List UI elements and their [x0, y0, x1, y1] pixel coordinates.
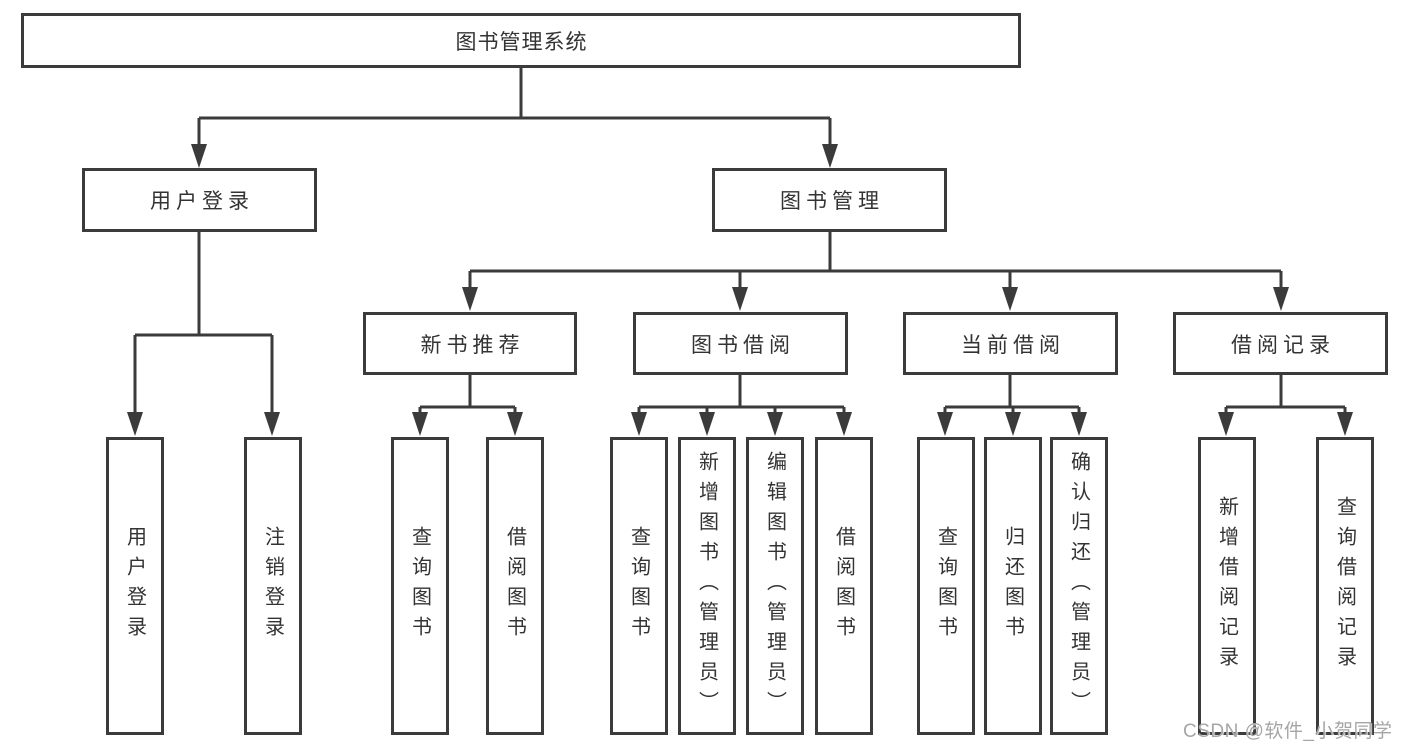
connector-current-borrow-children — [937, 375, 1087, 436]
node-user-login: 用户登录 — [82, 168, 317, 232]
connector-user-login-children — [127, 232, 280, 436]
node-borrowing-records: 借阅记录 — [1173, 312, 1388, 375]
leaf-query-books-recommendation: 查询图书 — [391, 437, 449, 735]
leaf-add-books-admin: 新增图书（管理员） — [678, 437, 736, 735]
leaf-logout: 注销登录 — [244, 437, 302, 735]
leaf-add-borrow-record: 新增借阅记录 — [1198, 437, 1256, 735]
node-book-management: 图书管理 — [712, 168, 947, 232]
node-library-system: 图书管理系统 — [21, 13, 1021, 68]
node-new-book-recommendation: 新书推荐 — [363, 312, 577, 375]
leaf-query-books-borrowing: 查询图书 — [610, 437, 668, 735]
node-current-borrowing: 当前借阅 — [903, 312, 1118, 375]
leaf-return-books: 归还图书 — [984, 437, 1042, 735]
node-book-borrowing: 图书借阅 — [633, 312, 848, 375]
connector-records-children — [1218, 375, 1353, 436]
leaf-edit-books-admin: 编辑图书（管理员） — [746, 437, 804, 735]
connector-book-borrow-children — [631, 375, 852, 436]
connector-new-rec-children — [412, 375, 523, 436]
leaf-query-borrow-record: 查询借阅记录 — [1316, 437, 1374, 735]
connector-book-mgmt-to-level3 — [462, 232, 1289, 311]
leaf-user-login: 用户登录 — [106, 437, 164, 735]
csdn-watermark: CSDN @软件_小贺同学 — [1183, 721, 1393, 742]
leaf-query-books-current: 查询图书 — [917, 437, 975, 735]
leaf-borrow-books-recommendation: 借阅图书 — [486, 437, 544, 735]
leaf-borrow-books: 借阅图书 — [815, 437, 873, 735]
leaf-confirm-return-admin: 确认归还（管理员） — [1050, 437, 1108, 735]
connector-root-to-level2 — [191, 68, 838, 168]
